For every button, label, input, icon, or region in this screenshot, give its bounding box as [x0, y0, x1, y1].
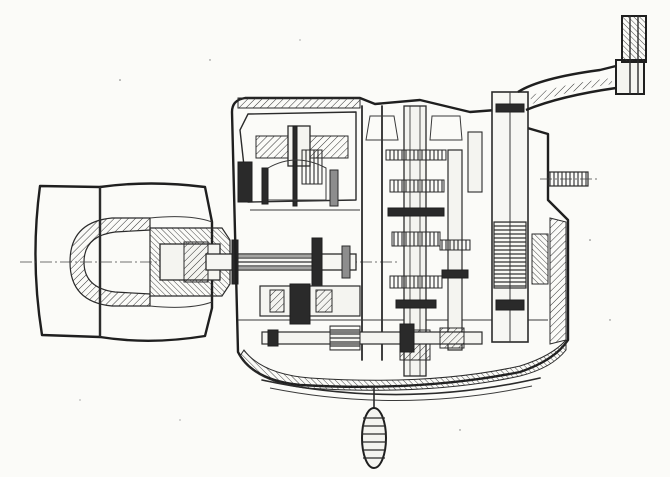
stack-gear-4 — [389, 275, 443, 289]
motor-housing — [34, 182, 214, 342]
stack-gear-1 — [385, 149, 447, 161]
outlet-pipe — [517, 15, 647, 112]
bottom-drive-shaft — [261, 323, 483, 353]
print-specks — [79, 39, 611, 431]
housing-right-wall — [549, 217, 567, 345]
worm-gear-teeth — [493, 221, 527, 289]
stack-gear-2 — [389, 179, 445, 193]
secondary-shaft — [439, 131, 483, 351]
housing-top-cover — [237, 97, 361, 109]
output-column — [491, 91, 549, 343]
stack-gear-3 — [391, 231, 441, 247]
gearbox-housing — [230, 96, 570, 402]
side-spline-stub — [540, 171, 600, 187]
handle-knob — [361, 385, 387, 469]
upper-clutch-chamber — [237, 111, 357, 207]
lower-drive-chamber — [259, 283, 361, 325]
